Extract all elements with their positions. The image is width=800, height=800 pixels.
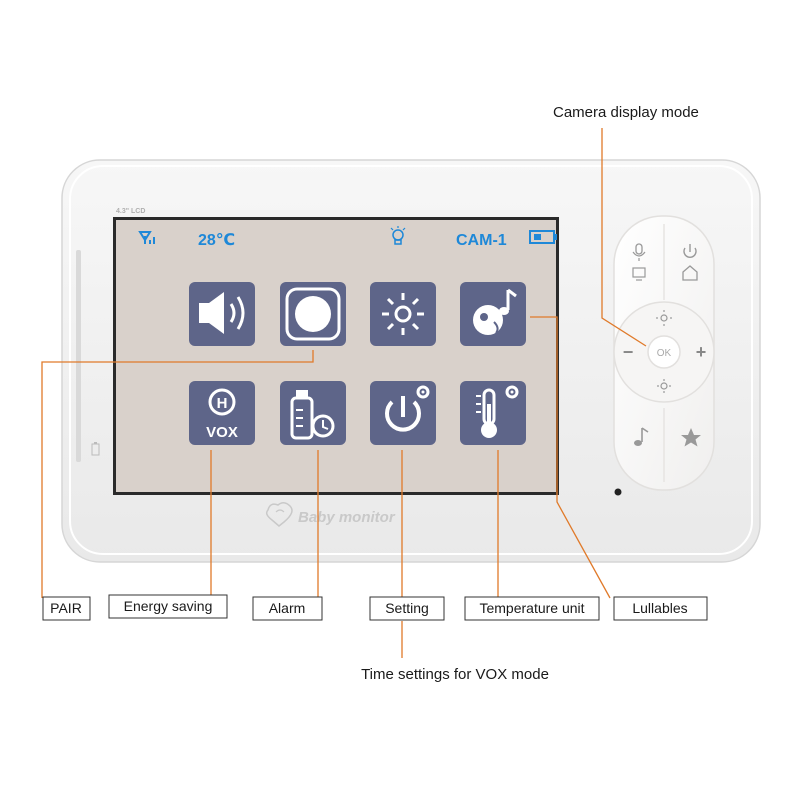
- callout-camera-display-mode: Camera display mode: [553, 104, 699, 121]
- callout-lines: [41, 128, 647, 658]
- star-icon[interactable]: [681, 428, 701, 447]
- pair-icon[interactable]: [280, 282, 346, 346]
- vox-icon[interactable]: H VOX: [189, 381, 255, 445]
- lcd-size-label: 4.3" LCD: [116, 208, 145, 215]
- side-slot: [76, 250, 81, 462]
- lullaby-icon[interactable]: [460, 282, 526, 346]
- plus-button[interactable]: +: [696, 342, 707, 362]
- alarm-icon[interactable]: [280, 381, 346, 445]
- callout-temperature-unit: Temperature unit: [479, 600, 584, 616]
- callout-vox-time: Time settings for VOX mode: [361, 666, 549, 683]
- vox-h-letter: H: [217, 395, 228, 412]
- keypad: OK − +: [613, 215, 715, 491]
- temperature-readout: 28℃: [198, 232, 235, 249]
- ok-label: OK: [657, 348, 672, 359]
- brightness-up-icon[interactable]: [656, 310, 672, 326]
- setting-icon[interactable]: [370, 381, 436, 445]
- minus-button[interactable]: −: [623, 342, 634, 362]
- camera-label: CAM-1: [456, 232, 507, 249]
- temperature-unit-icon[interactable]: [460, 381, 526, 445]
- brand-label: Baby monitor: [298, 509, 396, 526]
- callout-setting: Setting: [385, 600, 429, 616]
- callout-energy-saving: Energy saving: [124, 598, 213, 614]
- light-bulb-icon: [390, 226, 406, 245]
- callout-lullabies: Lullables: [632, 600, 687, 616]
- signal-icon: [138, 231, 155, 244]
- callout-boxes: [42, 594, 708, 621]
- vox-label: VOX: [206, 424, 238, 441]
- brightness-down-icon[interactable]: [657, 379, 671, 393]
- microphone-hole: [614, 488, 622, 496]
- battery-side-icon: [91, 442, 100, 456]
- brightness-icon[interactable]: [370, 282, 436, 346]
- brand-logo: [265, 502, 293, 527]
- volume-icon[interactable]: [189, 282, 255, 346]
- microphone-icon[interactable]: [632, 243, 646, 281]
- battery-icon: [529, 230, 557, 244]
- power-home-icon[interactable]: [682, 244, 698, 281]
- ok-button[interactable]: [647, 335, 681, 369]
- music-note-icon[interactable]: [634, 427, 649, 446]
- callout-pair: PAIR: [50, 600, 82, 616]
- callout-alarm: Alarm: [269, 600, 306, 616]
- lcd-screen: [113, 217, 559, 495]
